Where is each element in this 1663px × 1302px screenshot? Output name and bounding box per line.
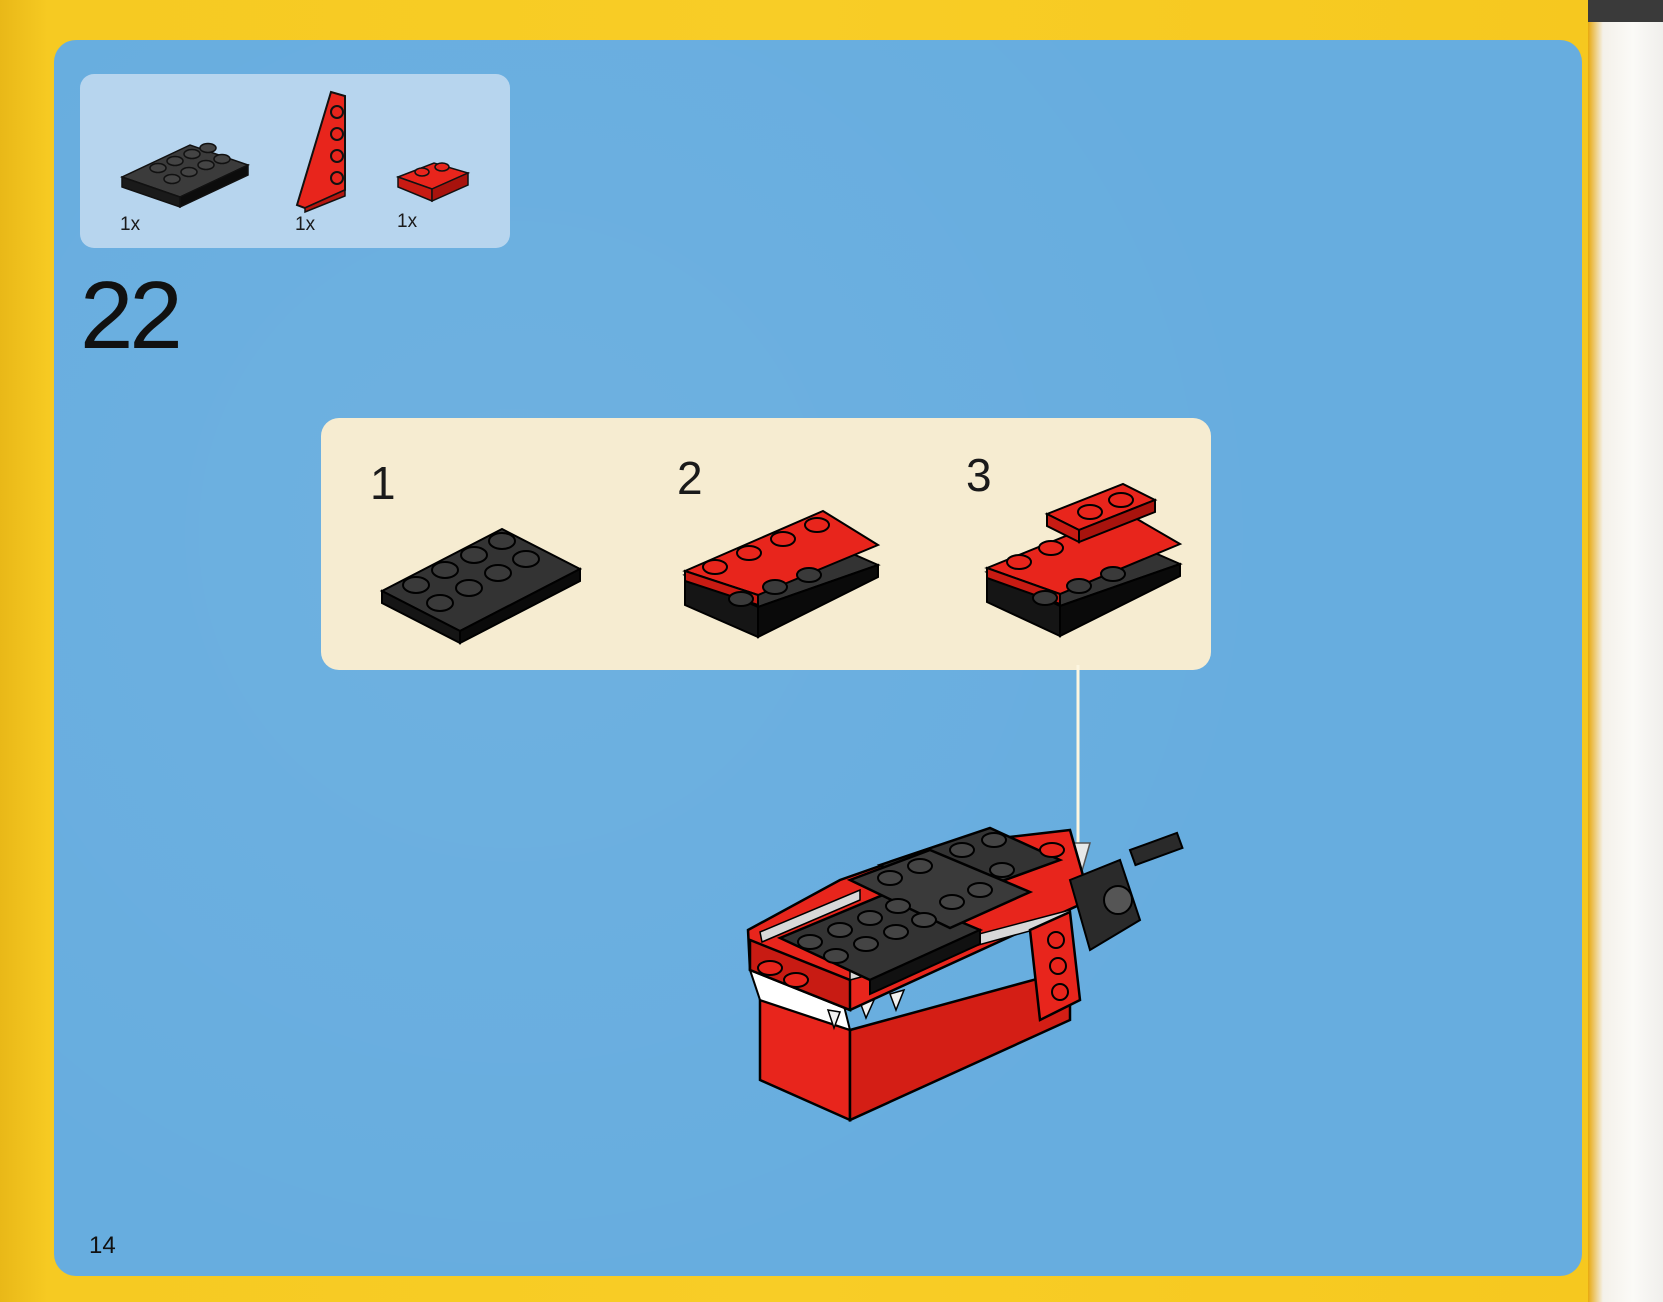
part-quantity: 1x	[295, 214, 316, 235]
step-number: 22	[80, 262, 183, 369]
substep-1-image	[379, 527, 583, 645]
next-page-edge	[1588, 0, 1663, 1302]
substep-number: 1	[370, 457, 396, 509]
part-quantity: 1x	[397, 211, 418, 232]
substep-2-image	[682, 509, 881, 639]
parts-list-box	[80, 74, 510, 248]
part-red-plate-1x2	[395, 162, 471, 203]
part-quantity: 1x	[120, 214, 141, 235]
substep-number: 3	[966, 449, 992, 501]
substep-number: 2	[677, 452, 703, 504]
part-black-plate-2x4	[120, 142, 250, 209]
page-number: 14	[89, 1232, 116, 1259]
substep-3-image	[984, 482, 1183, 638]
main-model-image	[746, 826, 1184, 1122]
part-red-wedge-plate	[295, 90, 346, 214]
